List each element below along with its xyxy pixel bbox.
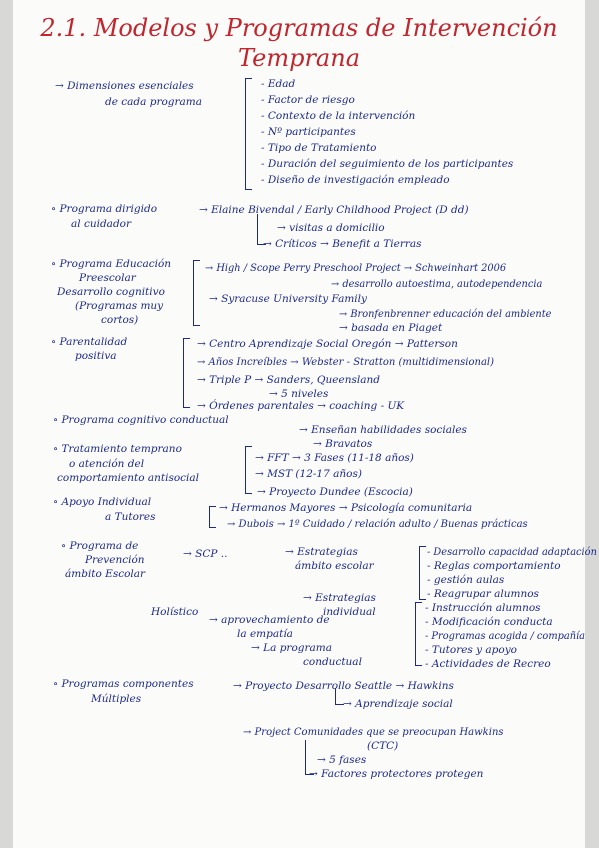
conductual-main: → Enseñan habilidades sociales [299,424,467,436]
escolar-item2: - Programas acogida / compañía [425,631,586,642]
dim-item: - Duración del seguimiento de los partic… [261,158,514,170]
dirigido-sub1: → visitas a domicilio [277,222,385,234]
dim-item: - Edad [261,78,296,90]
tratamiento-l2: → MST (12-17 años) [255,468,362,480]
escolar-estrat1-2: ámbito escolar [295,560,374,572]
escolar-holistico-5: conductual [303,656,362,668]
escolar-item1: - Reglas comportamiento [427,560,561,572]
parentalidad-label-2: positiva [75,350,117,362]
escolar-bracket-1 [419,546,426,600]
dim-item: - Factor de riesgo [261,94,355,106]
educacion-bracket [193,260,200,326]
escolar-item1: - Desarrollo capacidad adaptación [427,547,597,558]
educacion-l1b: → desarrollo autoestima, autodependencia [331,279,543,290]
educacion-label-5: cortos) [101,314,139,326]
escolar-item1: - gestión aulas [427,574,505,586]
educacion-label-3: Desarrollo cognitivo [57,286,165,298]
escolar-holistico-2: → aprovechamiento de [209,614,330,626]
educacion-label-4: (Programas muy [75,300,164,312]
escolar-item2: - Actividades de Recreo [425,658,551,670]
dimensiones-label-2: de cada programa [105,96,203,108]
multiples-l2-2: (CTC) [367,740,399,752]
escolar-item2: - Instrucción alumnos [425,602,541,614]
dimensiones-bracket [245,78,252,190]
parentalidad-l2: → Años Increíbles → Webster - Stratton (… [197,357,495,368]
educacion-label: ∘ Programa Educación [51,258,172,270]
apoyo-bracket [209,506,216,528]
escolar-bracket-2 [415,602,422,666]
page-title: 2.1. Modelos y Programas de Intervención [40,14,558,42]
parentalidad-l1: → Centro Aprendizaje Social Oregón → Pat… [197,338,458,350]
educacion-l1: → High / Scope Perry Preschool Project →… [205,263,507,274]
escolar-item2: - Modificación conducta [425,616,553,628]
escolar-label-3: ámbito Escolar [65,568,146,580]
page-title-line2: Temprana [237,44,360,72]
dim-item: - Contexto de la intervención [261,110,416,122]
multiples-label: ∘ Programas componentes [53,678,194,690]
tratamiento-label-2: o atención del [69,458,145,470]
multiples-connector-2 [305,740,314,775]
escolar-sep: → SCP .. [183,548,228,560]
apoyo-l1: → Hermanos Mayores → Psicología comunita… [219,502,473,514]
dirigido-sub2: → Críticos → Benefit a Tierras [263,238,422,250]
tratamiento-l1: → FFT → 3 Fases (11-18 años) [255,452,414,464]
conductual-sub: → Bravatos [313,438,373,450]
tratamiento-l3: → Proyecto Dundee (Escocia) [257,486,413,498]
dirigido-label: ∘ Programa dirigido [51,203,158,215]
dirigido-main: → Elaine Bivendal / Early Childhood Proj… [199,204,469,216]
escolar-holistico-3: la empatía [237,628,293,640]
parentalidad-l3: → Triple P → Sanders, Queensland [197,374,380,386]
dirigido-label-2: al cuidador [71,218,132,230]
escolar-label: ∘ Programa de [61,540,139,552]
apoyo-label-2: a Tutores [105,511,156,523]
escolar-estrat1: → Estrategias [285,546,358,558]
tratamiento-bracket [245,446,252,494]
parentalidad-bracket [183,338,190,408]
escolar-estrat2: → Estrategias [303,592,376,604]
notebook-page: 2.1. Modelos y Programas de Intervención… [13,0,597,848]
escolar-holistico-4: → La programa [251,642,332,654]
multiples-l1: → Proyecto Desarrollo Seattle → Hawkins [233,680,454,692]
dirigido-connector [257,214,266,245]
dim-item: - Tipo de Tratamiento [261,142,377,154]
parentalidad-label: ∘ Parentalidad [51,336,128,348]
educacion-l2c: → basada en Piaget [339,322,443,334]
escolar-item2: - Tutores y apoyo [425,644,517,656]
escolar-label-2: Prevención [85,554,145,566]
dimensiones-label: → Dimensiones esenciales [55,80,194,92]
tratamiento-label-3: comportamiento antisocial [57,472,200,484]
educacion-l2b: → Bronfenbrenner educación del ambiente [339,309,552,320]
multiples-l1b: → Aprendizaje social [343,698,453,710]
multiples-label-2: Múltiples [91,693,142,705]
apoyo-label: ∘ Apoyo Individual [53,496,152,508]
multiples-l2c: → Factores protectores protegen [309,768,484,780]
conductual-label: ∘ Programa cognitivo conductual [53,414,229,426]
multiples-l2b: → 5 fases [317,754,367,766]
multiples-l2: → Project Comunidades que se preocupan H… [243,727,504,738]
parentalidad-l3b: → 5 niveles [269,388,329,400]
escolar-estrat2-2: individual [323,606,376,618]
tratamiento-label: ∘ Tratamiento temprano [53,443,182,455]
escolar-item1: - Reagrupar alumnos [427,588,539,600]
dim-item: - Diseño de investigación empleado [261,174,450,186]
apoyo-l2: → Dubois → 1º Cuidado / relación adulto … [227,519,528,530]
escolar-holistico: Holístico [151,606,199,618]
parentalidad-l4: → Órdenes parentales → coaching - UK [197,400,405,412]
multiples-connector-1 [335,688,344,705]
dim-item: - Nº participantes [261,126,356,138]
educacion-l2: → Syracuse University Family [209,293,367,305]
educacion-label-2: Preescolar [79,272,136,284]
